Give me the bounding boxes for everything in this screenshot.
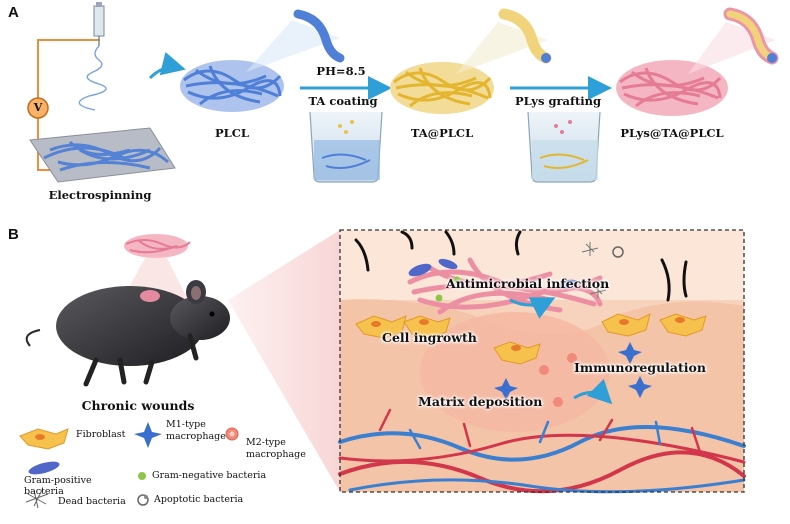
legend (19, 422, 239, 509)
voltage-source-icon (27, 97, 49, 119)
voltage-label: V (33, 101, 43, 114)
ph-label: PH=8.5 (316, 64, 366, 78)
apoptotic-bacteria-icon (137, 494, 149, 506)
legend-m1-line2: macrophage (166, 431, 226, 442)
plcl-mat (180, 9, 345, 112)
dead-bacteria-icon (25, 489, 49, 509)
legend-gram-negative: Gram-negative bacteria (152, 470, 267, 481)
plcl-label: PLCL (215, 126, 249, 140)
plys-ta-plcl-label: PLys@TA@PLCL (620, 126, 724, 140)
wound-zoom-box (338, 229, 746, 494)
panel-a-label: A (8, 4, 19, 21)
cell-ingrowth-label: Cell ingrowth (382, 330, 477, 345)
mouse-illustration (25, 280, 230, 387)
chronic-wounds-label: Chronic wounds (81, 398, 195, 413)
zoom-beam (228, 230, 340, 492)
legend-apoptotic-bacteria: Apoptotic bacteria (154, 494, 244, 505)
ta-coating-beaker (309, 111, 383, 183)
legend-m2-line2: macrophage (246, 449, 306, 460)
matrix-deposition-label: Matrix deposition (418, 394, 543, 409)
antimicrobial-label: Antimicrobial infection (446, 276, 610, 291)
gram-positive-bacteria-icon (28, 461, 60, 475)
ta-coating-label: TA coating (308, 94, 378, 108)
ta-plcl-label: TA@PLCL (410, 126, 474, 140)
legend-fibroblast: Fibroblast (76, 429, 126, 440)
gram-negative-bacteria-icon (138, 472, 146, 480)
panel-b-label: B (8, 226, 19, 243)
electrospinning-setup (27, 2, 176, 183)
immunoregulation-label: Immunoregulation (574, 360, 706, 375)
legend-gram-positive-line2: bacteria (24, 486, 64, 497)
m1-macrophage-icon (134, 422, 162, 448)
plys-grafting-label: PLys grafting (514, 94, 602, 108)
legend-dead-bacteria: Dead bacteria (58, 496, 126, 507)
plys-grafting-beaker (527, 111, 601, 183)
ta-plcl-mat (390, 8, 552, 114)
electrospinning-label: Electrospinning (48, 188, 152, 202)
wound-site (140, 290, 160, 302)
fibroblast-icon (19, 428, 69, 450)
legend-m1-line1: M1-type (166, 419, 206, 430)
legend-gram-positive-line1: Gram-positive (24, 475, 92, 486)
legend-m2-line1: M2-type (246, 437, 286, 448)
plys-ta-plcl-mat (616, 7, 779, 116)
